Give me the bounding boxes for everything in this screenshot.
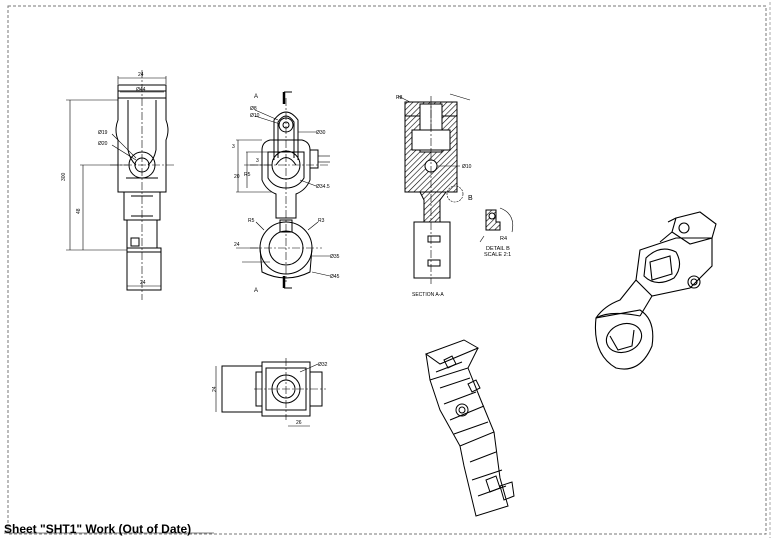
section-view-labels: R8 Ø10 B SECTION A-A — [396, 95, 473, 298]
section-caption: SECTION A-A — [412, 292, 444, 298]
dim-text: Ø10 — [462, 164, 472, 170]
detail-marker: B — [468, 195, 473, 202]
dim-text: R5 — [248, 218, 255, 224]
top-view[interactable] — [215, 358, 326, 427]
dim-text: Ø30 — [316, 130, 326, 136]
dim-text: Ø35 — [330, 254, 340, 260]
top-view-dimensions: Ø32 24 26 — [212, 362, 328, 426]
dim-text: Ø19 — [98, 130, 108, 136]
detail-view-labels: R4 DETAIL B SCALE 2:1 — [484, 236, 511, 258]
front-view-dimensions: 24 Ø44 Ø19 Ø20 300 48 24 — [61, 72, 146, 286]
side-view-dimensions: A A Ø8 Ø10 Ø30 3 3 20 R5 Ø34.5 R5 24 R3 … — [232, 94, 340, 294]
detail-caption-line2: SCALE 2:1 — [484, 252, 511, 258]
dim-text: 24 — [138, 72, 144, 78]
dim-text: 300 — [61, 172, 67, 181]
dim-text: Ø8 — [250, 106, 257, 112]
dim-text: 24 — [140, 280, 146, 286]
cut-label-bottom: A — [254, 288, 258, 294]
dim-text: 3 — [256, 158, 259, 164]
cut-label-top: A — [254, 94, 258, 100]
dim-text: 24 — [212, 386, 218, 392]
dim-text: Ø10 — [250, 113, 260, 119]
side-view[interactable] — [236, 91, 331, 289]
dim-text: Ø45 — [330, 274, 340, 280]
dim-text: R8 — [396, 95, 403, 101]
detail-view[interactable] — [479, 207, 514, 243]
sheet-border — [7, 5, 767, 535]
dim-text: R3 — [318, 218, 325, 224]
dim-text: Ø34.5 — [316, 184, 330, 190]
front-view[interactable] — [66, 70, 175, 300]
dim-text: Ø44 — [136, 87, 146, 93]
dim-text: R5 — [244, 172, 251, 178]
dim-text: Ø20 — [98, 141, 108, 147]
dim-text: R4 — [500, 236, 507, 242]
dim-text: Ø32 — [318, 362, 328, 368]
sheet-status-label: Sheet "SHT1" Work (Out of Date) — [4, 522, 192, 536]
isometric-view-right[interactable] — [594, 211, 717, 370]
section-view[interactable] — [397, 93, 471, 284]
dim-text: 26 — [296, 420, 302, 426]
isometric-view-bottom[interactable] — [424, 339, 515, 517]
dim-text: 20 — [234, 174, 240, 180]
dim-text: 48 — [76, 208, 82, 214]
dim-text: 3 — [232, 144, 235, 150]
detail-caption-line1: DETAIL B — [486, 246, 510, 252]
dim-text: 24 — [234, 242, 240, 248]
